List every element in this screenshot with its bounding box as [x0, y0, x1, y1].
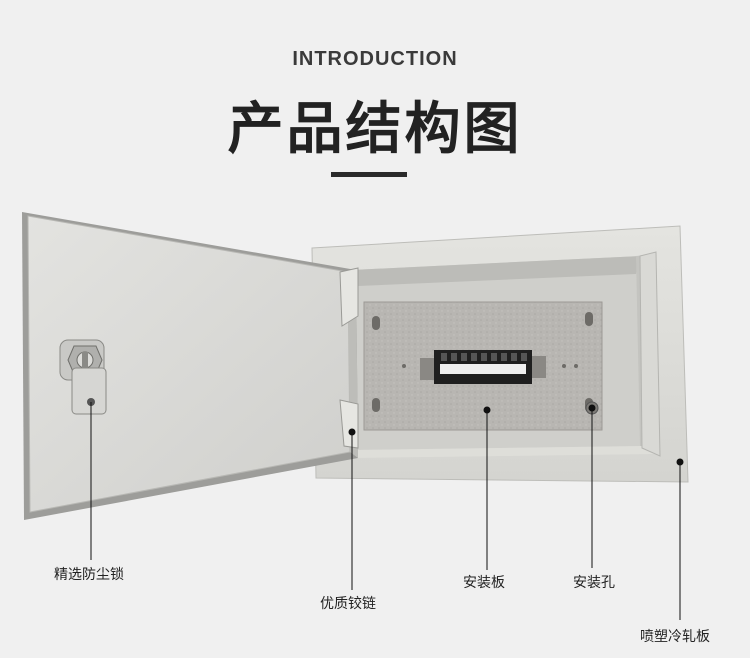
title-divider — [331, 172, 407, 177]
terminal-block — [420, 350, 546, 384]
dust-lock — [59, 339, 107, 415]
callout-mounting-plate: 安装板 — [463, 575, 505, 591]
hinge — [339, 267, 359, 449]
page-title: 产品结构图 — [227, 97, 523, 162]
callout-cold-rolled-sheet: 喷塑冷轧板 — [640, 629, 710, 645]
intro-heading: INTRODUCTION — [292, 48, 458, 70]
callout-mounting-hole: 安装孔 — [573, 575, 615, 591]
callout-leaders — [90, 402, 684, 620]
callout-dust-lock: 精选防尘锁 — [54, 567, 124, 583]
callout-hinge: 优质铰链 — [320, 596, 376, 612]
cabinet-door — [22, 212, 358, 520]
